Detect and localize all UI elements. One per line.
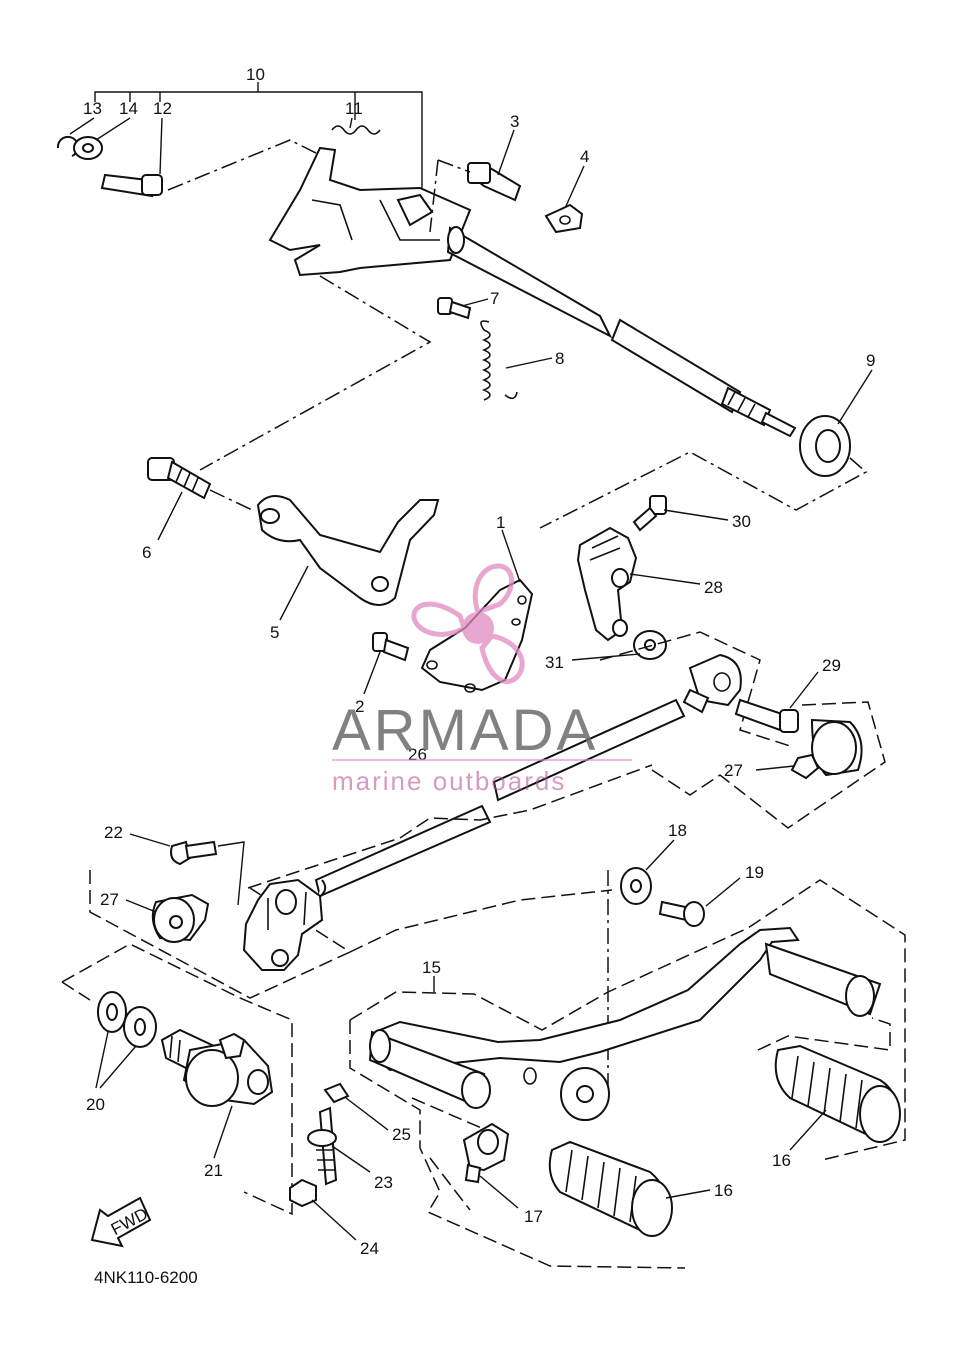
part-label-2: 2 xyxy=(355,697,364,716)
part-label-21: 20 xyxy=(86,1095,105,1114)
part-label-7: 7 xyxy=(490,289,499,308)
part-label-17: 17 xyxy=(524,1207,543,1226)
part-label-13: 13 xyxy=(83,99,102,118)
part-label-3: 3 xyxy=(510,112,519,131)
part-label-28: 28 xyxy=(704,578,723,597)
part-label-23: 23 xyxy=(374,1173,393,1192)
shift-pedal-group xyxy=(349,867,906,1269)
part-label-18: 18 xyxy=(668,821,687,840)
part-labels: 10 13 14 12 11 3 4 7 8 9 6 5 1 30 28 31 … xyxy=(83,65,875,1258)
watermark-brand: ARMADA xyxy=(332,698,598,763)
part-label-14: 14 xyxy=(119,99,138,118)
shift-rod-26 xyxy=(247,688,710,953)
part-label-6: 6 xyxy=(142,543,151,562)
part-label-27-left: 27 xyxy=(100,890,119,909)
part-label-19: 19 xyxy=(745,863,764,882)
part-label-22: 22 xyxy=(104,823,123,842)
shift-rod-joint-group xyxy=(576,495,886,829)
brand-watermark: ARMADA marine outboards xyxy=(332,563,632,796)
shift-shaft-assembly xyxy=(56,82,868,529)
part-label-29: 29 xyxy=(822,656,841,675)
part-label-25: 25 xyxy=(392,1125,411,1144)
part-label-16-right: 16 xyxy=(772,1151,791,1170)
leader-lines xyxy=(69,117,873,1241)
part-label-11: 11 xyxy=(345,99,363,118)
part-label-15: 15 xyxy=(422,958,441,977)
part-label-8: 8 xyxy=(555,349,564,368)
figure-code: 4NK110-6200 xyxy=(94,1268,198,1287)
part-label-10: 10 xyxy=(246,65,265,84)
part-label-5: 5 xyxy=(270,623,279,642)
part-label-1: 1 xyxy=(496,513,505,532)
lower-shaft-group xyxy=(61,943,293,1216)
part-label-30: 30 xyxy=(732,512,751,531)
propeller-logo-icon xyxy=(411,563,525,684)
part-label-31: 31 xyxy=(545,653,564,672)
bolt-nut-group xyxy=(289,1082,350,1208)
part-label-9: 9 xyxy=(866,351,875,370)
part-label-16-lower: 16 xyxy=(714,1181,733,1200)
left-joint-group xyxy=(89,840,352,999)
part-label-24: 24 xyxy=(360,1239,379,1258)
part-label-12: 12 xyxy=(153,99,172,118)
middle-linkage xyxy=(147,457,534,693)
watermark-tagline: marine outboards xyxy=(332,766,566,796)
fwd-arrow-icon: FWD xyxy=(90,1196,152,1248)
part-label-4: 4 xyxy=(580,147,589,166)
part-label-27-right: 27 xyxy=(724,761,743,780)
part-label-20: 21 xyxy=(204,1161,223,1180)
